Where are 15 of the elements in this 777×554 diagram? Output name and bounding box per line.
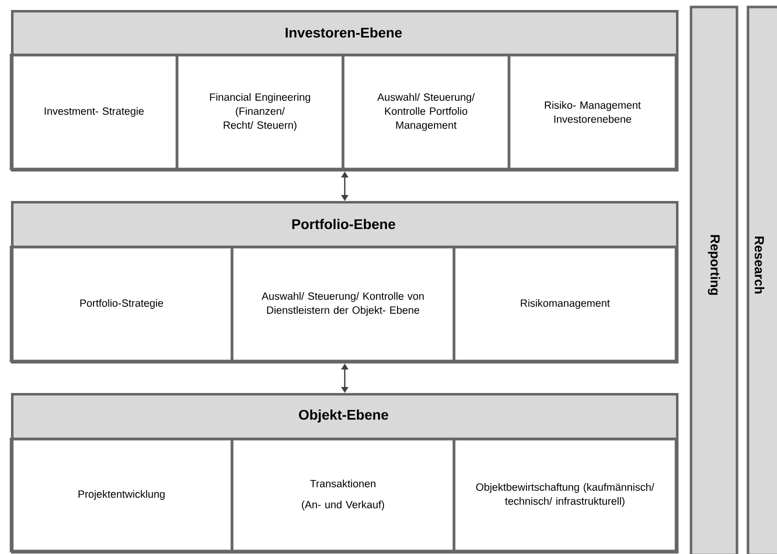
level-heading: Investoren-Ebene	[286, 27, 402, 38]
cell-box: Projektentwicklung	[10, 438, 234, 552]
cell-box: Risikomanagement	[452, 246, 678, 362]
level-heading: Objekt-Ebene	[298, 409, 388, 423]
side-bar: Reporting	[690, 6, 738, 554]
cell-box: Portfolio-Strategie	[10, 246, 234, 362]
cell-box: Financial Engineering (Finanzen/ Recht/ Steuern)	[176, 54, 344, 170]
level-heading: Portfolio-Ebene	[292, 218, 396, 230]
side-bar: Research	[746, 6, 777, 554]
cell-box: Auswahl/ Steuerung/ Kontrolle von Dienstleistern der Objekt- Ebene	[230, 246, 456, 362]
cell-box: Auswahl/ Steuerung/ Kontrolle Portfolio Management	[342, 54, 510, 170]
cell-box: Investment- Strategie	[10, 54, 178, 170]
cell-box: Objektbewirtschaftung (kaufmännisch/ technisch/ infrastrukturell)	[452, 438, 678, 552]
cell-box: Risiko- Management Investorenebene	[508, 54, 678, 170]
cell-box: Transaktionen (An- und Verkauf)	[230, 438, 456, 552]
